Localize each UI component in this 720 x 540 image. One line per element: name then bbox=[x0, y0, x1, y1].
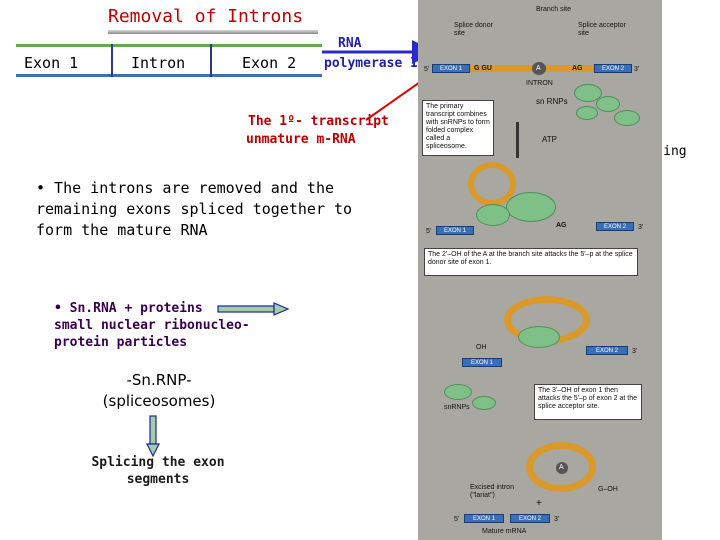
splicing-figure: Branch site Splice donor site Splice acc… bbox=[418, 0, 662, 540]
bullet1-line2: remaining exons spliced together to bbox=[36, 200, 353, 218]
gene-line-top bbox=[16, 44, 322, 47]
gene-divider-1 bbox=[111, 44, 113, 77]
fig-down-arrow-1 bbox=[516, 122, 519, 158]
fig-a-2: A bbox=[559, 464, 564, 471]
fig-exon2-4: EXON 2 bbox=[510, 514, 550, 523]
page-title: Removal of Introns bbox=[108, 6, 304, 27]
fig-5prime-4: 5' bbox=[454, 516, 460, 523]
transcript-label: The 1º- transcript bbox=[248, 114, 389, 129]
fig-exon1-4: EXON 1 bbox=[464, 514, 504, 523]
snrnp-arrow-shaft bbox=[149, 415, 157, 445]
splicing-exon-label: Splicing the exon segments bbox=[90, 454, 226, 488]
bullet2-line1: • Sn.RNA + proteins bbox=[54, 301, 203, 316]
fig-snrnp-blob-4 bbox=[614, 110, 640, 126]
fig-spliceosome-loop bbox=[468, 162, 516, 206]
bullet1-line3: form the mature RNA bbox=[36, 221, 208, 239]
fig-branch-site: Branch site bbox=[536, 6, 572, 13]
fig-5prime-2: 5' bbox=[426, 228, 432, 235]
fig-spliceosome-blob-1 bbox=[506, 192, 556, 222]
fig-donor-site: Splice donor site bbox=[454, 22, 493, 37]
fig-snrnp-blob-1 bbox=[574, 84, 602, 102]
fig-exon1-3: EXON 1 bbox=[462, 358, 502, 367]
fig-atp-label: ATP bbox=[542, 135, 557, 144]
exon2-label: Exon 2 bbox=[242, 54, 297, 72]
polymerase-label: polymerase II bbox=[324, 56, 426, 71]
snrnp-line1: -Sn.RNP- bbox=[126, 371, 192, 389]
fig-mature-label: Mature mRNA bbox=[482, 528, 527, 535]
fig-ag-1: AG bbox=[572, 65, 583, 72]
fig-plus-sign: + bbox=[536, 498, 542, 509]
fig-excised-label: Excised intron ("lariat") bbox=[470, 484, 514, 499]
bullet2-line3: protein particles bbox=[54, 335, 188, 350]
fig-note-spliceosome: The primary transcript combines with snR… bbox=[422, 100, 494, 156]
fig-snrnps-label: sn RNPs bbox=[536, 97, 568, 106]
rna-label: RNA bbox=[338, 36, 362, 51]
fig-free-snrnp-1 bbox=[444, 384, 472, 400]
snrnp-line2: (spliceosomes) bbox=[102, 392, 216, 410]
bullet2-line2: small nuclear ribonucleo- bbox=[54, 318, 250, 333]
fig-note-exon-attack: The 3'–OH of exon 1 then attacks the 5'–… bbox=[534, 384, 642, 420]
fig-5prime-1: 5' bbox=[424, 66, 430, 73]
title-underline bbox=[108, 30, 318, 34]
fig-snrnp-blob-2 bbox=[596, 96, 620, 112]
fig-exon2-2: EXON 2 bbox=[596, 222, 634, 231]
intron-label: Intron bbox=[131, 54, 186, 72]
fig-snrnps-label-2: snRNPs bbox=[444, 404, 470, 411]
fig-exon2-1: EXON 2 bbox=[594, 64, 632, 73]
snrnp-arrow-head bbox=[146, 443, 160, 458]
splicing-exon-line1: Splicing the exon bbox=[91, 455, 225, 470]
gene-divider-2 bbox=[210, 44, 212, 77]
fig-exon1-2: EXON 1 bbox=[436, 226, 474, 235]
fig-intron-label: INTRON bbox=[526, 80, 553, 87]
fig-branch-a-2 bbox=[556, 462, 568, 474]
bullet-introns-removed: • The introns are removed and the remain… bbox=[36, 178, 352, 241]
fig-lariat-loop-2 bbox=[526, 442, 596, 492]
fig-stage3-blob bbox=[518, 326, 560, 348]
gene-line-bottom bbox=[16, 74, 322, 77]
exon1-label: Exon 1 bbox=[24, 54, 79, 72]
fig-3prime-3: 3' bbox=[632, 348, 638, 355]
bullet-snrna: • Sn.RNA + proteins small nuclear ribonu… bbox=[54, 300, 250, 351]
fig-snrnp-blob-3 bbox=[576, 106, 598, 120]
fig-3prime-4: 3' bbox=[554, 516, 560, 523]
fig-branch-a-1 bbox=[532, 62, 546, 75]
bullet1-line1: • The introns are removed and the bbox=[36, 179, 335, 197]
fig-oh-label: OH bbox=[476, 344, 487, 351]
fig-note-branch-attack: The 2'–OH of the A at the branch site at… bbox=[424, 248, 638, 276]
unmature-label: unmature m-RNA bbox=[246, 132, 356, 147]
snrna-arrow-head bbox=[273, 302, 290, 316]
fig-3prime-2: 3' bbox=[638, 224, 644, 231]
fig-ggu: G GU bbox=[474, 65, 492, 72]
fig-a-1: A bbox=[536, 65, 541, 72]
fig-exon2-3: EXON 2 bbox=[586, 346, 628, 355]
splicing-exon-line2: segments bbox=[126, 472, 190, 487]
fig-spliceosome-blob-2 bbox=[476, 204, 510, 226]
fig-3prime-1: 3' bbox=[634, 66, 640, 73]
snrnp-label: -Sn.RNP- (spliceosomes) bbox=[96, 370, 222, 412]
fig-g-oh-label: G–OH bbox=[598, 486, 618, 493]
fig-ag-2: AG bbox=[556, 222, 567, 229]
fig-exon1-1: EXON 1 bbox=[432, 64, 470, 73]
fig-free-snrnp-2 bbox=[472, 396, 496, 410]
fig-acceptor-site: Splice acceptor site bbox=[578, 22, 626, 37]
